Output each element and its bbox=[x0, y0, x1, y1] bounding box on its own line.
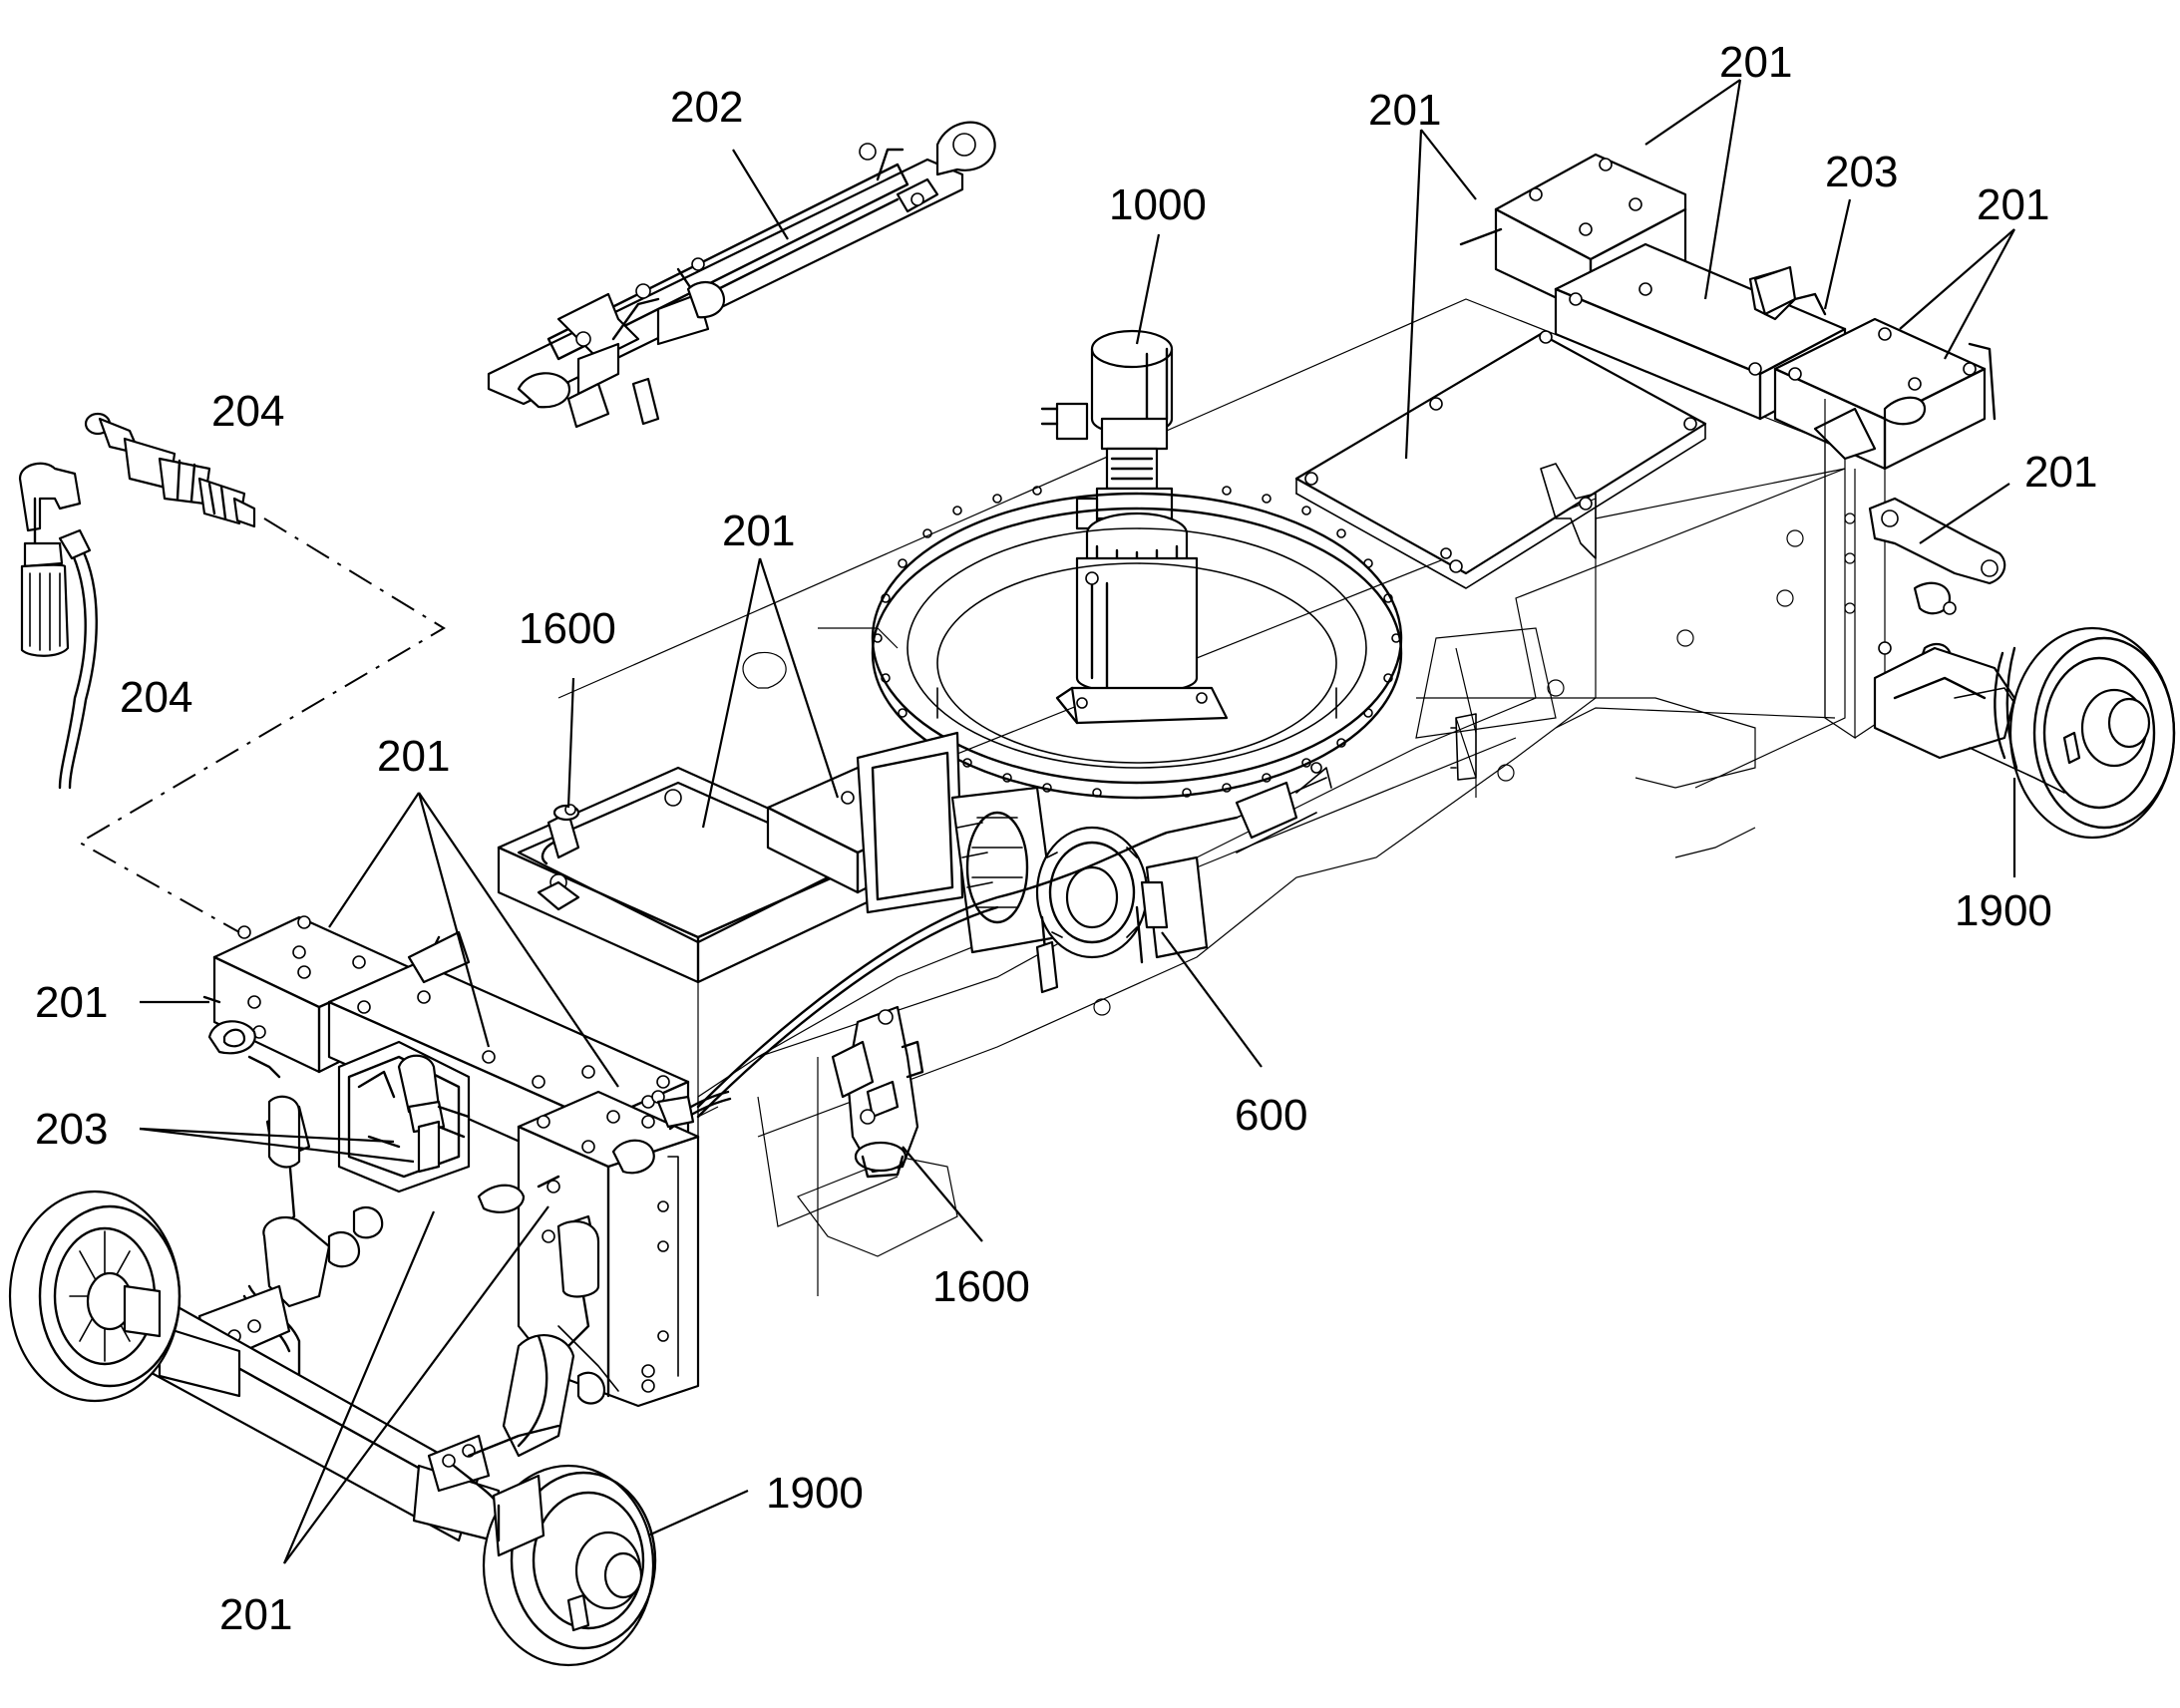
label-201-middle: 201 bbox=[722, 507, 795, 555]
label-1000: 1000 bbox=[1109, 180, 1207, 229]
label-1900-front: 1900 bbox=[766, 1469, 864, 1518]
motor-assembly-1000 bbox=[1040, 329, 1229, 725]
label-201-front: 201 bbox=[377, 732, 450, 781]
label-201-right-box: 201 bbox=[1977, 180, 2049, 229]
middle-box-assembly bbox=[497, 731, 1332, 1119]
label-201-left: 201 bbox=[35, 978, 108, 1027]
label-201-bottom: 201 bbox=[219, 1590, 292, 1639]
label-201-top-middle: 201 bbox=[1368, 86, 1441, 135]
label-204-connector: 204 bbox=[211, 387, 284, 436]
label-1600-center: 1600 bbox=[932, 1262, 1030, 1311]
front-left-wheel bbox=[8, 1190, 182, 1403]
valve-1600 bbox=[831, 1005, 924, 1179]
leader-lines bbox=[139, 79, 2016, 1564]
label-203-front: 203 bbox=[35, 1105, 108, 1154]
front-right-wheel-1900 bbox=[482, 1464, 657, 1667]
rear-lock-203 bbox=[1753, 265, 1797, 316]
label-600: 600 bbox=[1235, 1091, 1307, 1140]
label-201-right-arm: 201 bbox=[2024, 448, 2097, 497]
label-203-rear: 203 bbox=[1825, 148, 1898, 196]
front-box-assembly bbox=[128, 915, 732, 1542]
connector-204 bbox=[84, 412, 256, 528]
label-204-hose: 204 bbox=[120, 673, 192, 722]
connection-dashline bbox=[77, 517, 446, 933]
reference-labels: 202 204 204 1000 201 201 203 201 201 190… bbox=[35, 38, 2097, 1639]
label-1900-rear: 1900 bbox=[1955, 886, 2052, 935]
rear-wheel-1900 bbox=[1954, 626, 2176, 840]
hydraulic-cylinder-202 bbox=[487, 121, 996, 429]
label-202: 202 bbox=[670, 83, 743, 132]
rear-cover-plate bbox=[1294, 330, 1707, 589]
label-1600-top: 1600 bbox=[519, 604, 616, 653]
hose-204 bbox=[18, 462, 98, 790]
label-201-top-right: 201 bbox=[1719, 38, 1792, 87]
